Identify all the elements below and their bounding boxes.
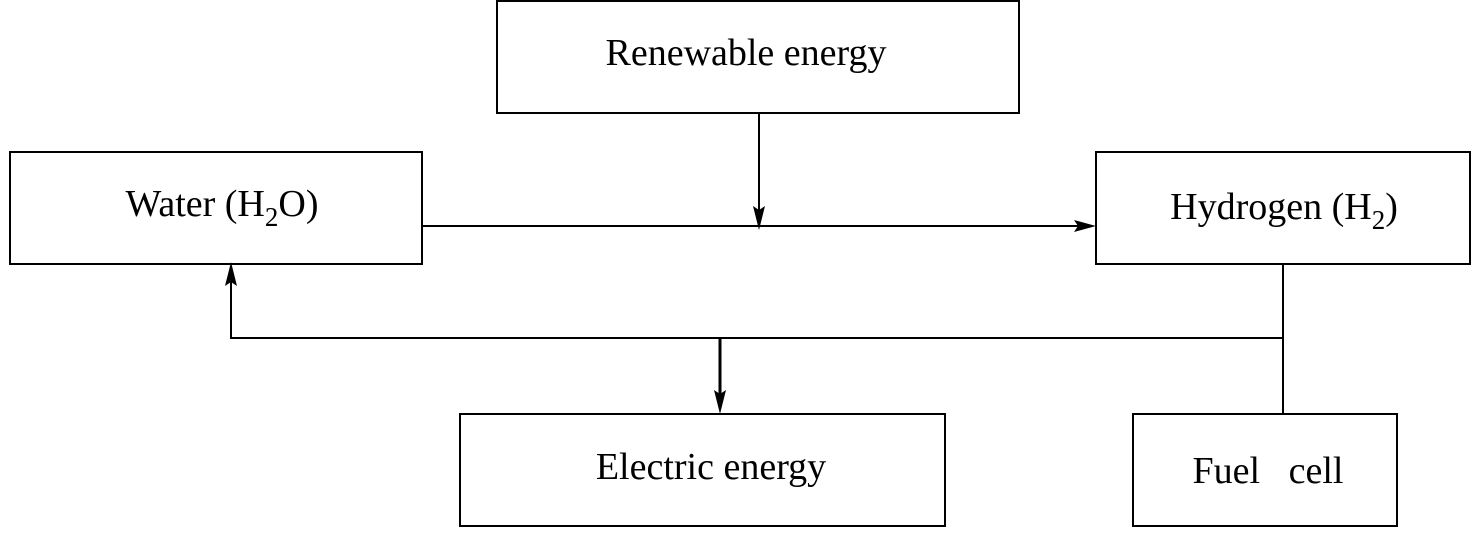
node-water-label-subscript: 2 [265, 202, 279, 232]
node-water-label-tail: O) [278, 183, 318, 225]
node-electric-energy-label: Electric energy [596, 446, 826, 488]
edge-water-to-hydrogen [422, 220, 1096, 232]
node-hydrogen-label-tail: ) [1385, 186, 1398, 228]
arrowhead-right-icon [1074, 220, 1096, 232]
node-electric-energy: Electric energy [459, 413, 946, 527]
edge-renewable-to-flow [753, 113, 765, 230]
node-fuel-cell-label: Fuel cell [1193, 450, 1344, 492]
node-renewable-energy-label: Renewable energy [605, 32, 886, 74]
node-renewable-energy: Renewable energy [496, 0, 1020, 114]
edge-fuel-cell-to-water [225, 262, 1283, 339]
node-hydrogen-label: Hydrogen (H2) [1170, 186, 1398, 235]
node-hydrogen-label-main: Hydrogen (H [1170, 186, 1372, 228]
arrowhead-down-icon [753, 206, 765, 230]
node-water-label: Water (H2O) [126, 183, 319, 232]
node-hydrogen-label-subscript: 2 [1372, 205, 1386, 235]
edge-fuel-cell-to-electric [714, 338, 726, 414]
node-fuel-cell: Fuel cell [1132, 413, 1398, 527]
node-water-label-main: Water (H [126, 183, 265, 225]
node-water: Water (H2O) [9, 151, 423, 265]
arrowhead-up-icon [225, 262, 237, 286]
arrowhead-down-icon [714, 390, 726, 414]
node-hydrogen: Hydrogen (H2) [1095, 151, 1471, 265]
